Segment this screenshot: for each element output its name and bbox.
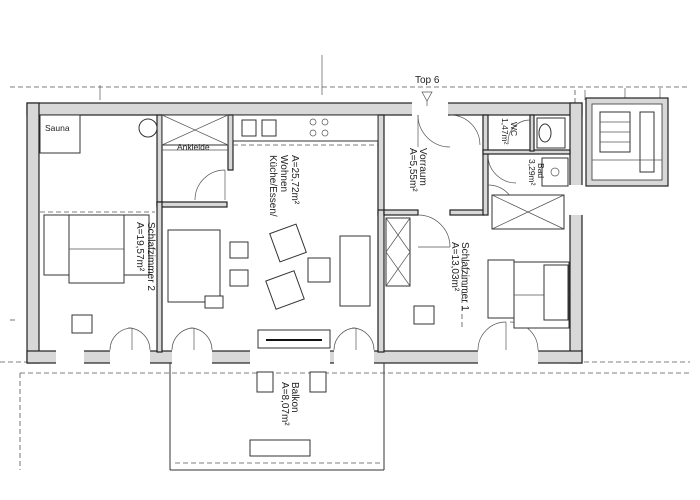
ankleide-wardrobe: [161, 114, 229, 151]
kitchen-counter: [232, 114, 379, 146]
bedroom2-area: A=19,57m²: [134, 222, 145, 272]
balkon-label: Balkon A=8,07m²: [279, 382, 300, 426]
bedroom1-furniture: [461, 258, 570, 330]
kitchen-name: Küche/Essen/: [267, 155, 278, 217]
interior-walls: [156, 114, 571, 353]
kitchen-label: Küche/Essen/ Wohnen A=25,72m²: [267, 155, 300, 217]
bedroom2-label: Schlafzimmer 2 A=19,57m²: [134, 222, 156, 291]
bedroom1-label: Schlafzimmer 1 A=13,03m²: [449, 242, 470, 311]
kitchen-name-2: Wohnen: [278, 155, 289, 192]
external-shaft: [585, 97, 669, 187]
vorraum-name: Vorraum: [417, 148, 428, 186]
bedroom1-area: A=13,03m²: [449, 242, 460, 292]
bathroom-fixtures: [491, 117, 569, 230]
living-furniture: [167, 223, 371, 349]
wc-label: WC 1,47m²: [500, 118, 519, 145]
top-label: Top 6: [415, 75, 440, 86]
bad-area: 3,29m²: [527, 159, 537, 186]
balkon-area: A=8,07m²: [279, 382, 290, 426]
bad-label: Bad 3,29m²: [527, 159, 546, 186]
balkon-name: Balkon: [289, 382, 300, 413]
exterior-walls: [26, 102, 583, 364]
bedroom2-name: Schlafzimmer 2: [145, 222, 156, 291]
balcony: [19, 363, 385, 471]
vorraum-area: A=5,55m²: [407, 148, 418, 192]
entrance-marker: [421, 91, 433, 106]
bedroom2-furniture: [40, 211, 155, 334]
kitchen-area: A=25,72m²: [289, 155, 300, 205]
vorraum-label: Vorraum A=5,55m²: [407, 148, 428, 192]
wc-area: 1,47m²: [500, 118, 510, 145]
vorraum-wardrobe: [385, 217, 435, 325]
wc-name: WC: [509, 122, 519, 136]
sauna-label: Sauna: [45, 123, 70, 133]
bedroom1-name: Schlafzimmer 1: [459, 242, 470, 311]
ankleide-label: Ankleide: [177, 142, 210, 152]
sauna-area: [39, 114, 158, 154]
bad-name: Bad: [536, 163, 546, 178]
